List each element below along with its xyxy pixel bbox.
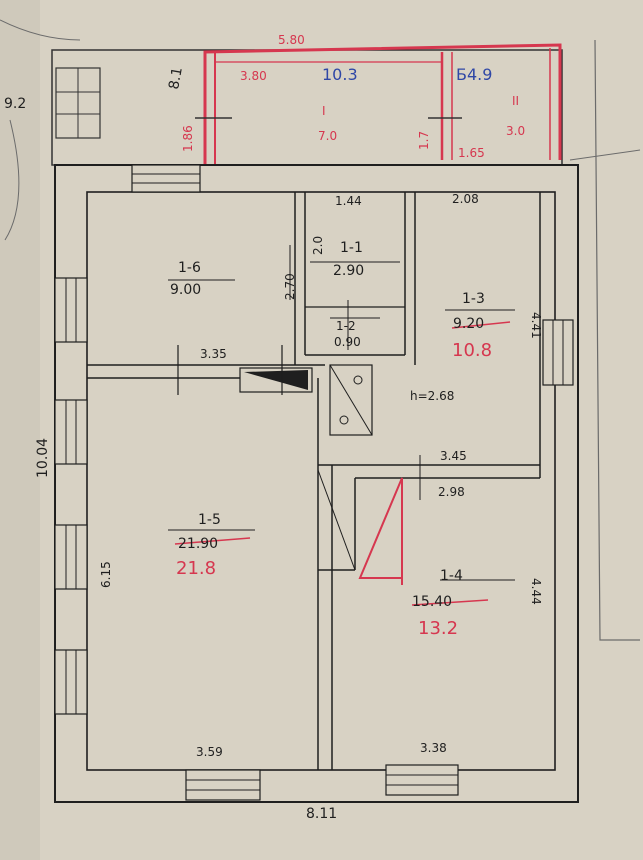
- veranda-side-scrawl: 8.1: [166, 66, 186, 91]
- window-left-3: [54, 524, 88, 590]
- room-1-5-area: 21.90: [178, 536, 218, 552]
- pencil-stroke: [594, 39, 640, 641]
- pencil-stroke: [569, 149, 641, 161]
- room-1-3-dim-right: 4.41: [529, 312, 543, 339]
- veranda-section1-depth: 1.86: [181, 125, 195, 152]
- room-1-1-label: 1-1: [340, 240, 363, 256]
- window-bottom-2: [385, 764, 459, 796]
- pencil-stroke: [4, 119, 20, 241]
- window-left-1: [54, 277, 88, 343]
- room-1-4-dim-top-2: 2.98: [438, 485, 465, 499]
- room-1-4-dim-top-1: 3.45: [440, 449, 467, 463]
- room-1-2-area: 0.90: [334, 335, 361, 349]
- chimney-fill: [244, 370, 308, 390]
- room-1-5-dim-bottom: 3.59: [196, 745, 223, 759]
- veranda-section2-area: 3.0: [506, 124, 525, 138]
- house-outline: [54, 164, 579, 803]
- room-1-6-dim-bottom: 3.35: [200, 347, 227, 361]
- pencil-stroke: [0, 19, 81, 41]
- stove: [329, 364, 373, 436]
- room-1-2-label: 1-2: [336, 319, 356, 333]
- chimney: [239, 367, 313, 393]
- stove-circle: [339, 415, 349, 425]
- room-1-4-area: 15.40: [412, 594, 452, 610]
- room-1-1-dim-side: 2.0: [311, 236, 325, 255]
- veranda-litera-blue: Б4.9: [456, 65, 492, 84]
- stove-circle: [353, 375, 363, 385]
- outer-height: 10.04: [35, 438, 51, 478]
- room-1-4-dim-right: 4.44: [529, 578, 543, 605]
- strike-1-3: [451, 321, 511, 329]
- veranda: 5.80 3.80 10.3 I 7.0 Б4.9 II 3.0 1.65 1.…: [4, 33, 563, 166]
- veranda-section2-depth: 1.7: [417, 131, 431, 150]
- room-1-5-label: 1-5: [198, 512, 221, 528]
- outer-wall: [54, 164, 579, 803]
- window-bottom-1: [185, 769, 261, 801]
- inner-wall: [86, 191, 556, 771]
- paper-left-edge: [0, 0, 40, 860]
- room-1-6-area: 9.00: [170, 282, 201, 298]
- left-margin-scrawl: 9.2: [4, 96, 26, 112]
- veranda-section1-number: I: [322, 104, 326, 118]
- windows: [54, 164, 574, 801]
- veranda-red-outline: [203, 43, 562, 165]
- window-right: [542, 319, 574, 386]
- room-1-4-label: 1-4: [440, 568, 463, 584]
- room-1-3-dim-top: 2.08: [452, 192, 479, 206]
- room-1-6-dim-left: 2.70: [283, 273, 297, 300]
- room-1-5-dim-left: 6.15: [99, 561, 113, 588]
- stair-diagonal: [317, 469, 356, 571]
- strike-1-5: [174, 537, 251, 545]
- window-left-2: [54, 399, 88, 465]
- veranda-section1-area: 7.0: [318, 129, 337, 143]
- veranda-section1-length: 3.80: [240, 69, 267, 83]
- veranda-section2-number: II: [512, 94, 519, 108]
- room-1-5-area-red: 21.8: [176, 558, 216, 579]
- interior-walls: [87, 192, 541, 770]
- room-1-4-dim-bottom: 3.38: [420, 741, 447, 755]
- room-1-4-area-red: 13.2: [418, 618, 458, 639]
- room-1-1-area: 2.90: [333, 263, 364, 279]
- veranda-section2-length: 1.65: [458, 146, 485, 160]
- window-left-4: [54, 649, 88, 715]
- room-1-1-dim-top: 1.44: [335, 194, 362, 208]
- room-1-3-label: 1-3: [462, 291, 485, 307]
- strike-1-4: [411, 599, 489, 606]
- stove-diagonal: [329, 364, 373, 436]
- veranda-total-blue: 10.3: [322, 65, 358, 84]
- veranda-length-top: 5.80: [278, 33, 305, 47]
- room-1-6-label: 1-6: [178, 260, 201, 276]
- room-1-3-area-red: 10.8: [452, 340, 492, 361]
- window-top: [131, 164, 201, 193]
- ceiling-height: h=2.68: [410, 389, 454, 403]
- outer-width: 8.11: [306, 806, 337, 822]
- room-1-3-area: 9.20: [453, 316, 484, 332]
